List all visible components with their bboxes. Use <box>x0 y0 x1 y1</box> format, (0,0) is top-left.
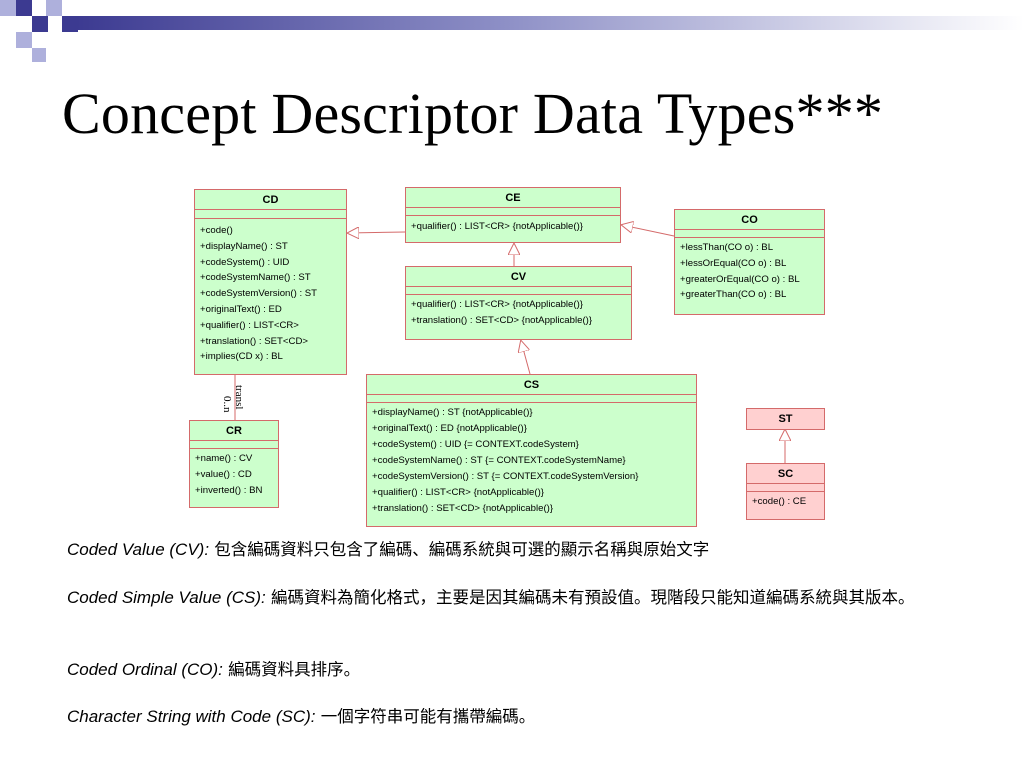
operations-list: +displayName() : ST {notApplicable()} +o… <box>367 403 696 521</box>
uml-class-cv: CV +qualifier() : LIST<CR> {notApplicabl… <box>405 266 632 340</box>
description-text: 一個字符串可能有攜帶編碼。 <box>315 707 536 726</box>
class-name: CE <box>406 188 620 208</box>
description-text: 包含編碼資料只包含了編碼、編碼系統與可選的顯示名稱與原始文字 <box>209 540 710 559</box>
attributes-compartment <box>675 230 824 238</box>
class-name: CD <box>195 190 346 210</box>
operation: +lessOrEqual(CO o) : BL <box>680 257 787 269</box>
header-square <box>0 0 16 16</box>
operation: +greaterThan(CO o) : BL <box>680 289 787 301</box>
description-term: Coded Simple Value (CS): <box>67 588 266 607</box>
description-term: Coded Ordinal (CO): <box>67 660 223 679</box>
attributes-compartment <box>367 395 696 403</box>
cs-to-cv-generalization <box>521 341 531 375</box>
uml-class-st: ST <box>746 408 825 430</box>
class-name: CV <box>406 267 631 287</box>
operation: +codeSystemName() : ST {= CONTEXT.codeSy… <box>372 455 626 466</box>
class-name: CO <box>675 210 824 230</box>
attributes-compartment <box>747 484 824 492</box>
slide-title: Concept Descriptor Data Types*** <box>62 81 884 146</box>
class-name: CS <box>367 375 696 395</box>
operations-list: +code() : CE <box>747 492 824 514</box>
co-to-ce-generalization <box>622 225 675 237</box>
operation: +codeSystem() : UID <box>200 256 290 268</box>
header-square <box>16 0 32 16</box>
operation: +qualifier() : LIST<CR> {notApplicable()… <box>411 299 583 310</box>
operation: +qualifier() : LIST<CR> {notApplicable()… <box>372 487 544 498</box>
operation: +originalText() : ED <box>200 303 282 315</box>
operation: +qualifier() : LIST<CR> {notApplicable()… <box>411 221 583 232</box>
description-term: Coded Value (CV): <box>67 540 210 559</box>
header-square <box>16 32 32 48</box>
operations-list: +qualifier() : LIST<CR> {notApplicable()… <box>406 295 631 333</box>
operation: +greaterOrEqual(CO o) : BL <box>680 273 800 285</box>
class-name: SC <box>747 464 824 484</box>
operation: +translation() : SET<CD> {notApplicable(… <box>411 314 593 326</box>
attributes-compartment <box>195 210 346 219</box>
uml-class-cd: CD +code() +displayName() : ST +codeSyst… <box>194 189 347 375</box>
uml-class-ce: CE +qualifier() : LIST<CR> {notApplicabl… <box>405 187 621 243</box>
uml-class-co: CO +lessThan(CO o) : BL +lessOrEqual(CO … <box>674 209 825 315</box>
operation: +originalText() : ED {notApplicable()} <box>372 423 527 434</box>
operation: +code() : CE <box>752 496 807 507</box>
header-square <box>32 16 48 32</box>
class-name: ST <box>778 413 793 425</box>
operations-list: +qualifier() : LIST<CR> {notApplicable()… <box>406 216 620 239</box>
operation: +name() : CV <box>195 453 253 464</box>
operation: +codeSystem() : UID {= CONTEXT.codeSyste… <box>372 439 579 450</box>
attributes-compartment <box>406 287 631 295</box>
attributes-compartment <box>190 441 278 449</box>
uml-class-cr: CR +name() : CV +value() : CD +inverted(… <box>189 420 279 508</box>
association-multiplicity-label: 0..n <box>221 396 233 413</box>
operation: +codeSystemVersion() : ST <box>200 288 318 300</box>
operation: +lessThan(CO o) : BL <box>680 242 774 253</box>
operation: +code() <box>200 225 233 236</box>
operation: +displayName() : ST <box>200 240 288 252</box>
operations-list: +lessThan(CO o) : BL +lessOrEqual(CO o) … <box>675 238 824 307</box>
operation: +inverted() : BN <box>195 484 263 496</box>
description-cv: Coded Value (CV): 包含編碼資料只包含了編碼、編碼系統與可選的顯… <box>67 538 967 562</box>
uml-class-sc: SC +code() : CE <box>746 463 825 520</box>
description-text: 編碼資料為簡化格式，主要是因其編碼未有預設值。現階段只能知道編碼系統與其版本。 <box>265 588 915 607</box>
description-text: 編碼資料具排序。 <box>222 660 361 679</box>
operation: +codeSystemName() : ST <box>200 272 311 284</box>
operations-list: +name() : CV +value() : CD +inverted() :… <box>190 449 278 502</box>
ce-to-cd-generalization <box>348 232 406 233</box>
header-gradient-bar <box>76 16 1024 30</box>
description-co: Coded Ordinal (CO): 編碼資料具排序。 <box>67 658 967 682</box>
association-role-label: transl <box>233 385 245 410</box>
operation: +translation() : SET<CD> {notApplicable(… <box>372 503 554 514</box>
header-square <box>62 16 78 32</box>
operation: +displayName() : ST {notApplicable()} <box>372 407 533 418</box>
description-term: Character String with Code (SC): <box>67 707 316 726</box>
header-square <box>16 16 32 32</box>
class-name: CR <box>190 421 278 441</box>
operation: +translation() : SET<CD> <box>200 335 308 347</box>
uml-class-cs: CS +displayName() : ST {notApplicable()}… <box>366 374 697 527</box>
description-sc: Character String with Code (SC): 一個字符串可能… <box>67 705 967 729</box>
attributes-compartment <box>406 208 620 216</box>
header-square <box>32 48 46 62</box>
operation: +value() : CD <box>195 468 252 480</box>
operation: +codeSystemVersion() : ST {= CONTEXT.cod… <box>372 471 639 482</box>
header-square <box>46 0 62 16</box>
operation: +qualifier() : LIST<CR> <box>200 319 299 331</box>
operation: +implies(CD x) : BL <box>200 351 283 363</box>
operations-list: +code() +displayName() : ST +codeSystem(… <box>195 219 346 369</box>
description-cs: Coded Simple Value (CS): 編碼資料為簡化格式，主要是因其… <box>67 586 967 610</box>
